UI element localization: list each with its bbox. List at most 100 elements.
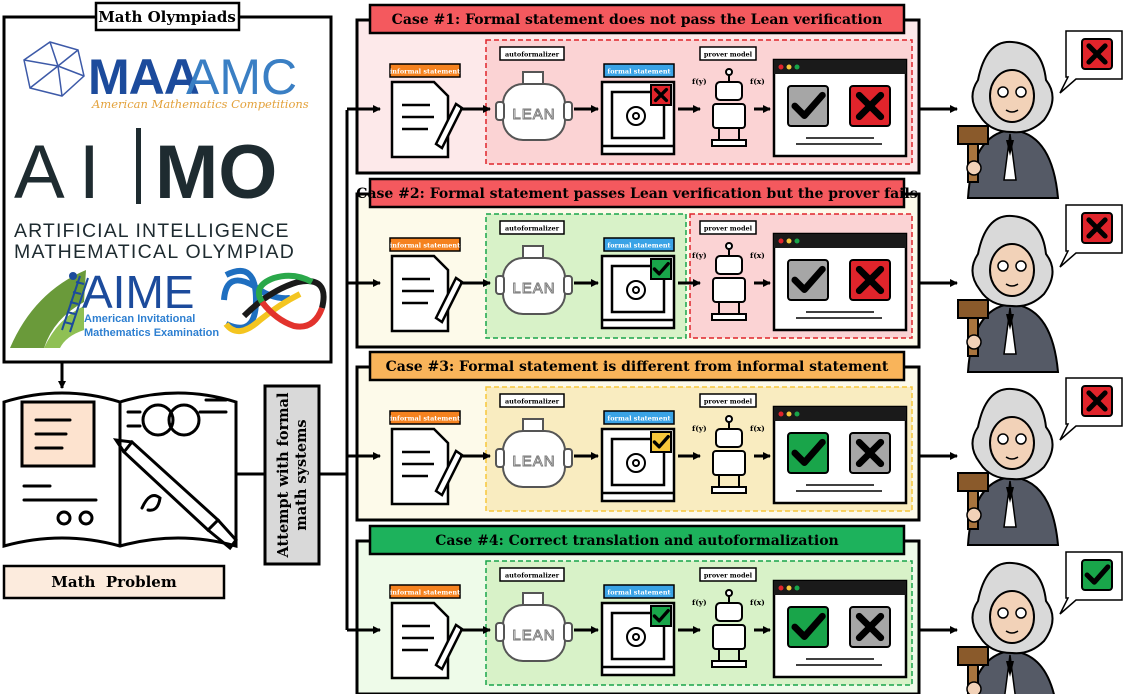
window-dot-red [778,411,784,417]
imo-rings-logo [221,267,327,334]
window-dot-red [778,64,784,70]
autoformalizer-tag: autoformalizer [505,51,560,59]
gear-icon [626,627,646,647]
maa-amc-logo: MAA AMC American Mathematics Competition… [23,41,309,111]
document-icon [390,80,464,159]
aime-line1: American Invitational [84,313,195,325]
check-icon [652,261,670,276]
judge-icon [966,214,1060,373]
window-dot-green [794,238,800,244]
informal-tag: informal statement [390,68,460,76]
formal-tag: formal statement [607,415,670,423]
aime-logo: AIME American Invitational Mathematics E… [10,266,219,348]
judge-icon [966,387,1060,546]
aimo-right-text: MO [155,130,277,215]
prover-tag: prover model [704,398,753,406]
case-title: Case #1: Formal statement does not pass … [392,12,883,28]
cross-icon [1086,217,1108,239]
climber-icon [69,272,77,280]
informal-tag: informal statement [390,415,460,423]
prover-tag: prover model [704,51,753,59]
document-icon [390,427,464,506]
lean-text: LEAN [512,453,555,470]
robot-icon [711,242,747,321]
document-icon [390,601,464,680]
case-header [368,524,906,556]
window-dot-green [794,411,800,417]
judge-icon [970,561,1055,694]
cross-icon [855,265,885,295]
cross-icon [653,87,669,103]
robot-icon [711,589,747,668]
window-dot-green [794,585,800,591]
check-icon [791,91,826,119]
ladder-icon [61,275,89,333]
check-icon [652,608,670,623]
cross-icon [1086,390,1108,412]
fy-label: f(y) [692,251,707,260]
window-dot-red [778,585,784,591]
cases-layer: Case #1: Formal statement does not pass … [347,3,1123,694]
window-dot-yellow [786,411,792,417]
case-header [368,3,906,35]
autoformalizer-tag: autoformalizer [505,572,560,580]
case-header [368,350,906,382]
autoformalizer-tag: autoformalizer [505,225,560,233]
window-titlebar [774,234,906,248]
check-icon [652,434,670,449]
fx-label: f(x) [750,598,765,607]
lean-text: LEAN [512,280,555,297]
cross-icon [855,612,885,642]
autoformalizer-icon [495,592,573,662]
cross-icon [1086,43,1108,65]
aimo-line1: ARTIFICIAL INTELLIGENCE [14,220,290,242]
window-titlebar [774,407,906,421]
case-row-2: Case #2: Formal statement passes Lean ve… [347,177,1123,373]
aimo-left-text: AI [14,130,114,215]
cross-icon [855,91,885,121]
window-dot-yellow [786,64,792,70]
gavel-icon [957,125,989,183]
robot-icon [711,415,747,494]
aimo-divider [136,128,141,204]
lean-text: LEAN [512,627,555,644]
fx-label: f(x) [750,77,765,86]
window-dot-red [778,238,784,244]
case-header [368,177,906,209]
gavel-icon [957,299,989,357]
case-title: Case #4: Correct translation and autofor… [435,533,838,549]
amc-text: AMC [186,49,297,105]
judge-icon [966,40,1060,199]
gear-icon [626,280,646,300]
attempt-box [263,384,321,566]
case-title: Case #2: Formal statement passes Lean ve… [356,186,917,202]
autoformalizer-icon [495,71,573,141]
gavel-icon [957,472,989,530]
gear-icon [626,453,646,473]
window-dot-green [794,64,800,70]
formal-tag: formal statement [607,242,670,250]
lean-text: LEAN [512,106,555,123]
check-icon [791,612,826,640]
maa-text: MAA [88,49,199,105]
check-icon [791,438,826,466]
case-row-3: Case #3: Formal statement is different f… [347,350,1123,546]
check-icon [1084,564,1111,585]
formal-tag: formal statement [607,68,670,76]
aime-title: AIME [82,266,194,318]
fy-label: f(y) [692,598,707,607]
window-titlebar [774,60,906,74]
attempt-label-line2: math systems [293,419,310,530]
aime-line2: Mathematics Examination [84,327,219,339]
case-title: Case #3: Formal statement is different f… [386,359,889,375]
informal-tag: informal statement [390,242,460,250]
aime-hill-shape [10,270,86,348]
case-row-4: Case #4: Correct translation and autofor… [347,524,1123,694]
maa-polyhedron-icon [23,41,85,97]
aimo-line2: MATHEMATICAL OLYMPIAD [14,241,295,263]
prover-tag: prover model [704,225,753,233]
math-olympiads-panel: Math Olympiads MAA AMC American Mathemat… [2,1,333,364]
math-problem-box [2,564,226,600]
formal-tag: formal statement [607,589,670,597]
